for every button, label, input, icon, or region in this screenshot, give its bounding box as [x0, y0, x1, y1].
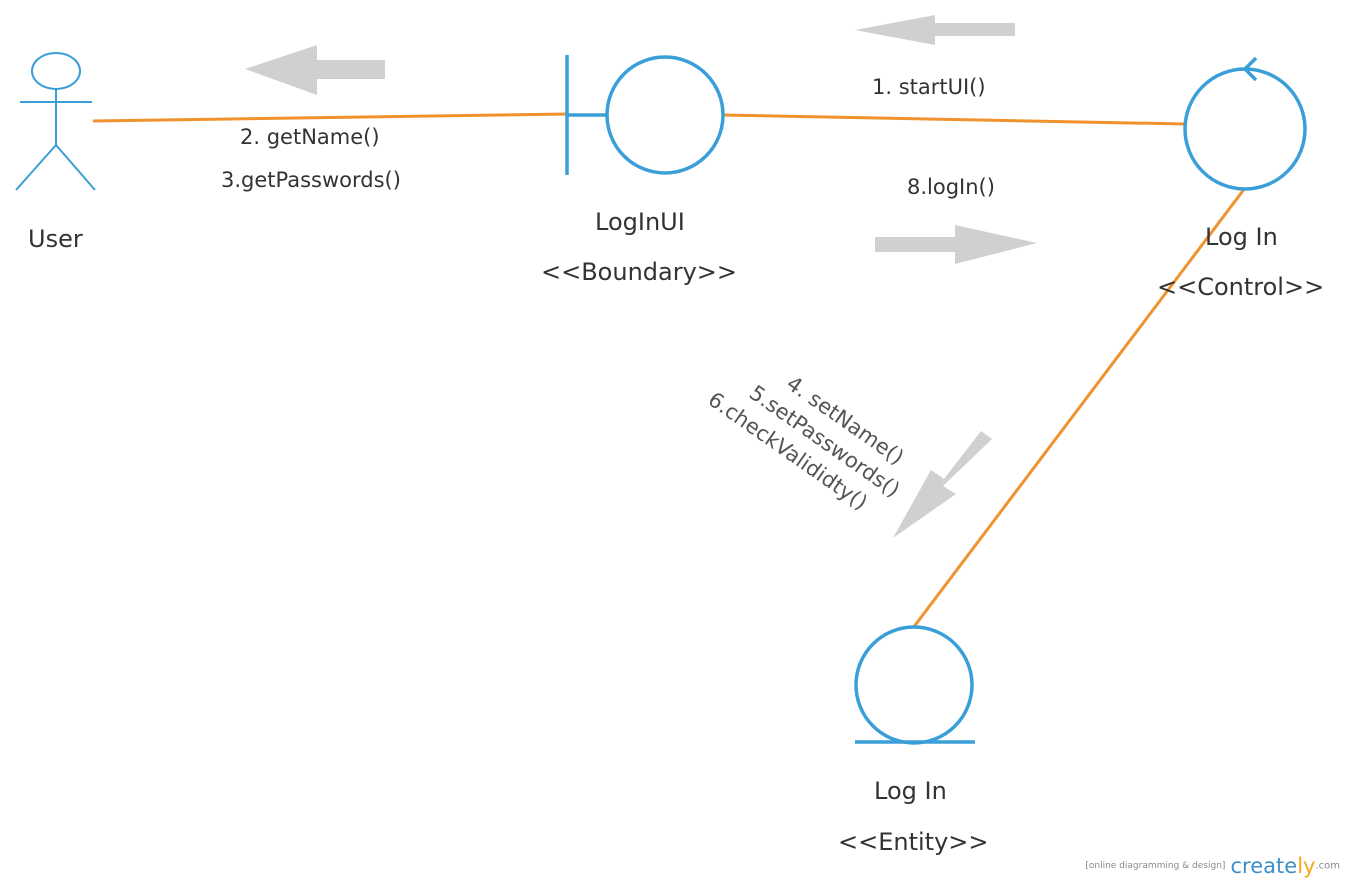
control-stereotype: <<Control>>	[1157, 273, 1325, 301]
arrow-left-icon	[245, 45, 385, 95]
message-1: 1. startUI()	[872, 75, 986, 99]
control-object-icon	[1183, 56, 1307, 191]
arrow-down-left-icon	[893, 431, 992, 538]
arrow-right-icon	[875, 225, 1037, 264]
user-actor-icon	[15, 52, 96, 191]
logo-main: create	[1230, 854, 1298, 878]
message-2: 2. getName()	[240, 125, 380, 149]
creately-watermark: [online diagramming & design] creately.c…	[1085, 854, 1340, 878]
boundary-name: LogInUI	[595, 208, 685, 236]
watermark-tagline: [online diagramming & design]	[1085, 861, 1226, 871]
watermark-domain: .com	[1315, 860, 1340, 872]
link-control-entity	[911, 187, 1247, 629]
link-user-boundary	[92, 112, 568, 123]
entity-stereotype: <<Entity>>	[838, 828, 989, 856]
user-label: User	[28, 225, 83, 253]
entity-name: Log In	[874, 777, 947, 805]
arrow-left-icon	[855, 15, 1015, 45]
control-name: Log In	[1205, 223, 1278, 251]
boundary-object-icon	[565, 55, 725, 175]
link-boundary-control	[722, 113, 1186, 126]
creately-logo: creately	[1231, 854, 1316, 878]
boundary-stereotype: <<Boundary>>	[541, 258, 738, 286]
message-8: 8.logIn()	[907, 175, 995, 199]
message-3: 3.getPasswords()	[221, 168, 401, 192]
logo-accent: ly	[1297, 854, 1316, 878]
entity-object-icon	[854, 625, 975, 745]
